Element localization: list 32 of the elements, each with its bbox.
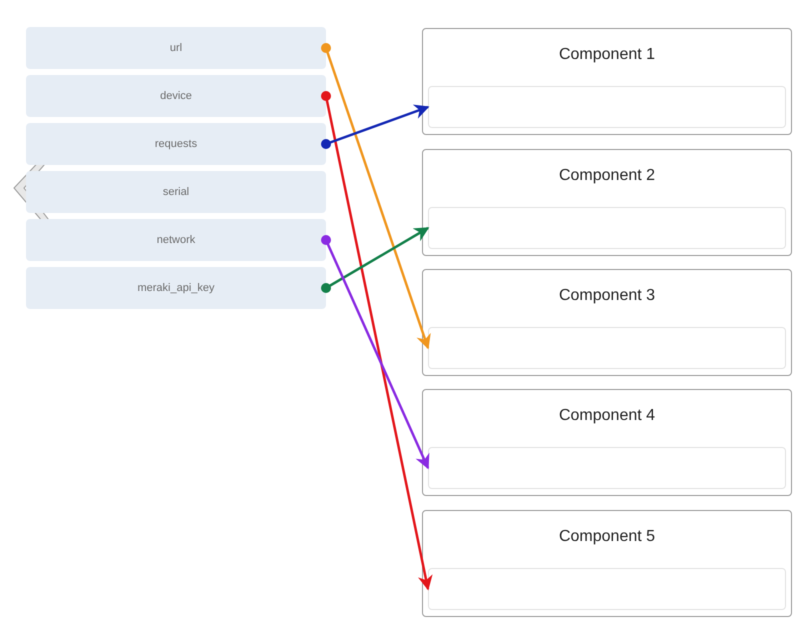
answer-option <box>26 123 326 165</box>
drop-field <box>428 86 786 128</box>
drop-field <box>428 327 786 369</box>
arrow <box>321 91 433 590</box>
option-label: url <box>170 40 182 56</box>
option-label: device <box>160 88 192 104</box>
drop-field <box>428 447 786 489</box>
answer-option <box>26 219 326 261</box>
option-label: requests <box>154 136 198 152</box>
option-label: meraki_api_key <box>137 280 215 296</box>
arrow <box>321 226 430 293</box>
answer-option <box>26 27 326 69</box>
option-label: network <box>156 232 196 248</box>
component-title: Component 3 <box>558 286 656 306</box>
arrow <box>321 104 430 149</box>
component-card <box>422 510 792 617</box>
component-title: Component 5 <box>558 527 656 547</box>
drop-field <box>428 207 786 249</box>
component-card <box>422 389 792 496</box>
arrow <box>321 43 431 350</box>
component-card <box>422 149 792 256</box>
component-card <box>422 28 792 135</box>
drop-field <box>428 568 786 610</box>
option-label: serial <box>162 184 190 200</box>
answer-option <box>26 171 326 213</box>
component-title: Component 1 <box>558 45 656 65</box>
arrow <box>321 235 430 470</box>
answer-option <box>26 75 326 117</box>
component-title: Component 2 <box>558 166 656 186</box>
component-card <box>422 269 792 376</box>
answer-option <box>26 267 326 309</box>
component-title: Component 4 <box>558 406 656 426</box>
